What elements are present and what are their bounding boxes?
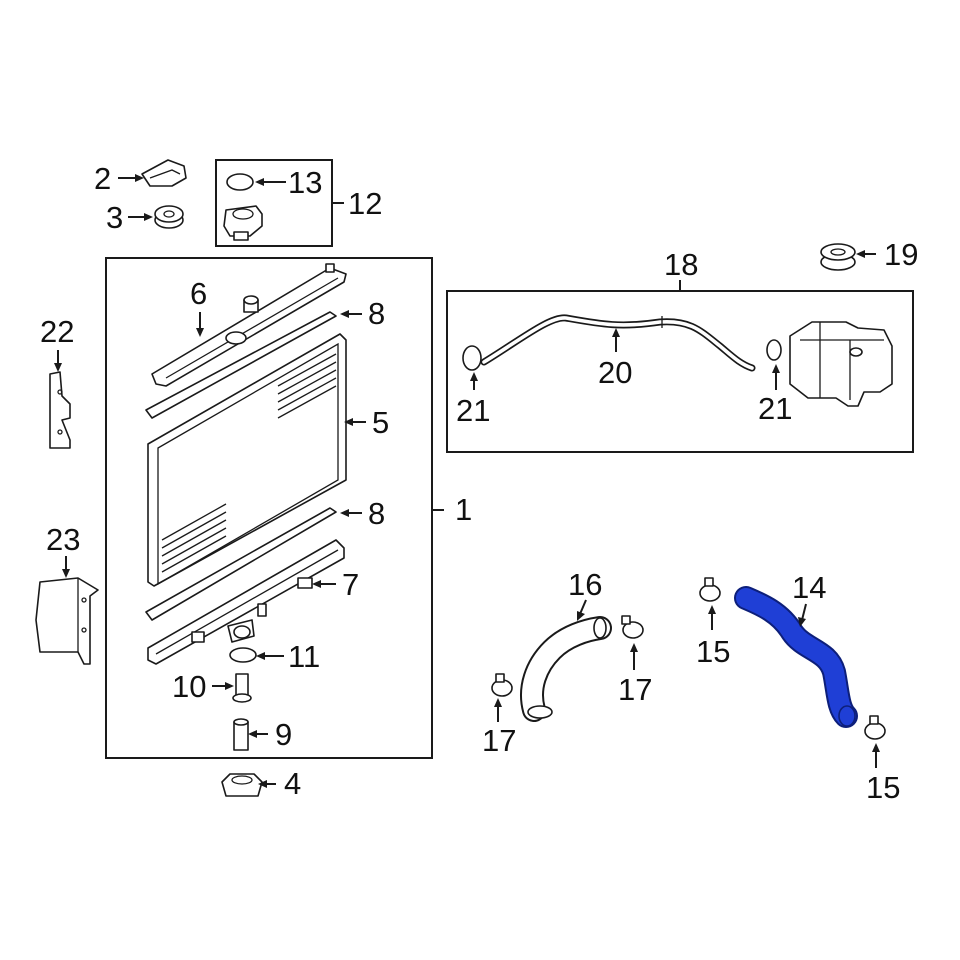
callout-10: 10 xyxy=(172,669,206,704)
clamp-15-lower-part xyxy=(864,715,886,740)
clamp-17-left-part xyxy=(491,673,513,697)
upper-hose-16-part xyxy=(520,616,612,722)
callout-21-left: 21 xyxy=(456,393,490,428)
callout-6: 6 xyxy=(190,276,207,311)
callout-17-left: 17 xyxy=(482,723,516,758)
callout-5: 5 xyxy=(372,405,389,440)
drain-plug-part xyxy=(232,673,252,703)
drain-oring-part xyxy=(229,647,257,663)
leader-lines xyxy=(54,174,880,788)
radiator-cap-part xyxy=(223,205,263,241)
side-bracket-22-part xyxy=(49,371,71,449)
callout-12: 12 xyxy=(348,186,382,221)
lower-seal-part xyxy=(145,507,337,621)
lower-tank-part xyxy=(147,539,345,665)
radiator-assembly-box xyxy=(105,257,433,759)
callout-7: 7 xyxy=(342,567,359,602)
overflow-hose-part xyxy=(480,314,756,372)
upper-seal-part xyxy=(145,311,337,419)
clamp-17-right-part xyxy=(621,615,644,639)
lower-mount-part xyxy=(221,773,263,797)
callout-22: 22 xyxy=(40,314,74,349)
reservoir-grommet-part xyxy=(820,243,856,271)
callout-15-lower: 15 xyxy=(866,770,900,805)
cap-oring-part xyxy=(226,173,254,191)
callout-8-lower: 8 xyxy=(368,496,385,531)
callout-3: 3 xyxy=(106,200,123,235)
radiator-core-part xyxy=(147,333,347,587)
callout-18: 18 xyxy=(664,247,698,282)
radiator-hose-14-part xyxy=(734,586,858,728)
callout-19: 19 xyxy=(884,237,918,272)
callout-11: 11 xyxy=(288,639,320,674)
callout-labels: 1 2 3 4 5 6 7 8 8 9 10 11 12 13 14 15 15… xyxy=(40,161,918,805)
upper-bracket-part xyxy=(141,159,187,187)
clamp-15-upper-part xyxy=(699,577,721,602)
callout-20: 20 xyxy=(598,355,632,390)
callout-1: 1 xyxy=(455,492,472,527)
callout-23: 23 xyxy=(46,522,80,557)
callout-21-right: 21 xyxy=(758,391,792,426)
hose-clamp-left-part xyxy=(462,345,482,371)
callout-13: 13 xyxy=(288,165,322,200)
callout-14: 14 xyxy=(792,570,826,605)
mount-pin-part xyxy=(233,718,249,751)
callout-15-upper: 15 xyxy=(696,634,730,669)
hose-clamp-right-part xyxy=(766,339,782,361)
callout-16: 16 xyxy=(568,567,602,602)
callout-2: 2 xyxy=(94,161,111,196)
callout-4: 4 xyxy=(284,766,301,801)
callout-17-right: 17 xyxy=(618,672,652,707)
callout-8-upper: 8 xyxy=(368,296,385,331)
callout-9: 9 xyxy=(275,717,292,752)
highlighted-hose xyxy=(736,588,856,726)
upper-tank-part xyxy=(151,263,347,387)
reservoir-tank-part xyxy=(789,321,893,407)
grommet-part xyxy=(154,205,184,229)
side-bracket-23-part xyxy=(35,577,99,665)
